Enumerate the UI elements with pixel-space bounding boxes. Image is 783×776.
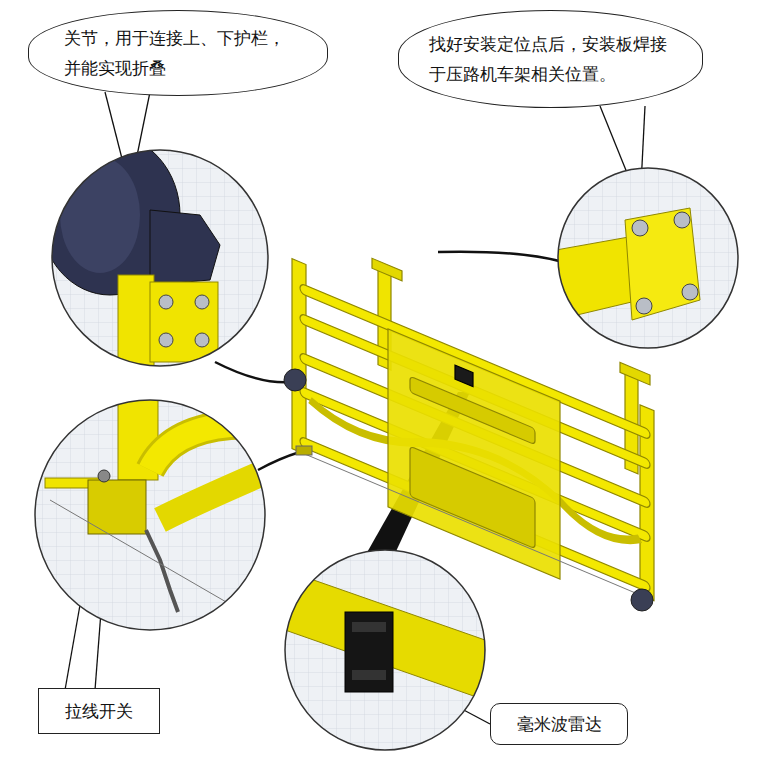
node-text: 拉线开关 xyxy=(65,696,133,726)
radar xyxy=(345,612,393,692)
bolt xyxy=(632,220,648,236)
speech-bubble: 关节，用于连接上、下护栏，并能实现折叠 xyxy=(28,10,328,96)
node-text: 毫米波雷达 xyxy=(517,709,602,739)
grid xyxy=(285,550,485,750)
leader-line xyxy=(258,452,300,470)
joint-disc xyxy=(631,589,653,611)
switch xyxy=(296,446,312,455)
inset-border xyxy=(285,550,485,750)
bolt xyxy=(195,295,209,309)
post xyxy=(118,275,154,385)
bolt xyxy=(159,295,173,309)
radar-detail xyxy=(352,622,386,632)
switch-box xyxy=(88,480,146,534)
inset-switch xyxy=(30,395,270,635)
label-box: 毫米波雷达 xyxy=(490,703,628,745)
radar xyxy=(455,365,473,387)
plate xyxy=(150,282,218,362)
leader-line xyxy=(438,252,563,262)
leader-line xyxy=(215,362,292,382)
inset-border xyxy=(558,168,738,348)
mount-plate xyxy=(620,362,650,385)
joint-disc xyxy=(60,157,140,273)
tube xyxy=(160,470,270,520)
radar-detail xyxy=(352,670,386,680)
bar xyxy=(285,570,485,700)
switch-knob xyxy=(98,470,110,482)
label-box: 拉线开关 xyxy=(38,688,160,734)
pull-wire xyxy=(50,500,240,610)
joint-disc xyxy=(284,369,306,391)
bolt xyxy=(159,333,173,347)
inset-ground xyxy=(285,550,485,750)
joint-arm xyxy=(150,210,220,285)
bolt xyxy=(195,333,209,347)
mount-plate xyxy=(372,258,402,281)
node-text: 关节，用于连接上、下护栏，并能实现折叠 xyxy=(64,23,292,83)
inset-border xyxy=(52,150,268,366)
plate xyxy=(625,208,700,320)
inset-radar xyxy=(285,550,485,750)
inset-mount xyxy=(556,166,742,352)
grid xyxy=(30,395,270,635)
node-text: 找好安装定位点后，安装板焊接于压路机车架相关位置。 xyxy=(429,29,672,89)
grid xyxy=(556,166,742,352)
inset-border xyxy=(35,400,265,630)
bolt xyxy=(636,298,652,314)
speech-bubble: 找好安装定位点后，安装板焊接于压路机车架相关位置。 xyxy=(398,10,703,108)
panel-slot xyxy=(410,446,535,549)
inset-joint xyxy=(40,135,280,385)
panel xyxy=(388,329,560,579)
bolt xyxy=(682,284,698,300)
bolt xyxy=(674,212,690,228)
